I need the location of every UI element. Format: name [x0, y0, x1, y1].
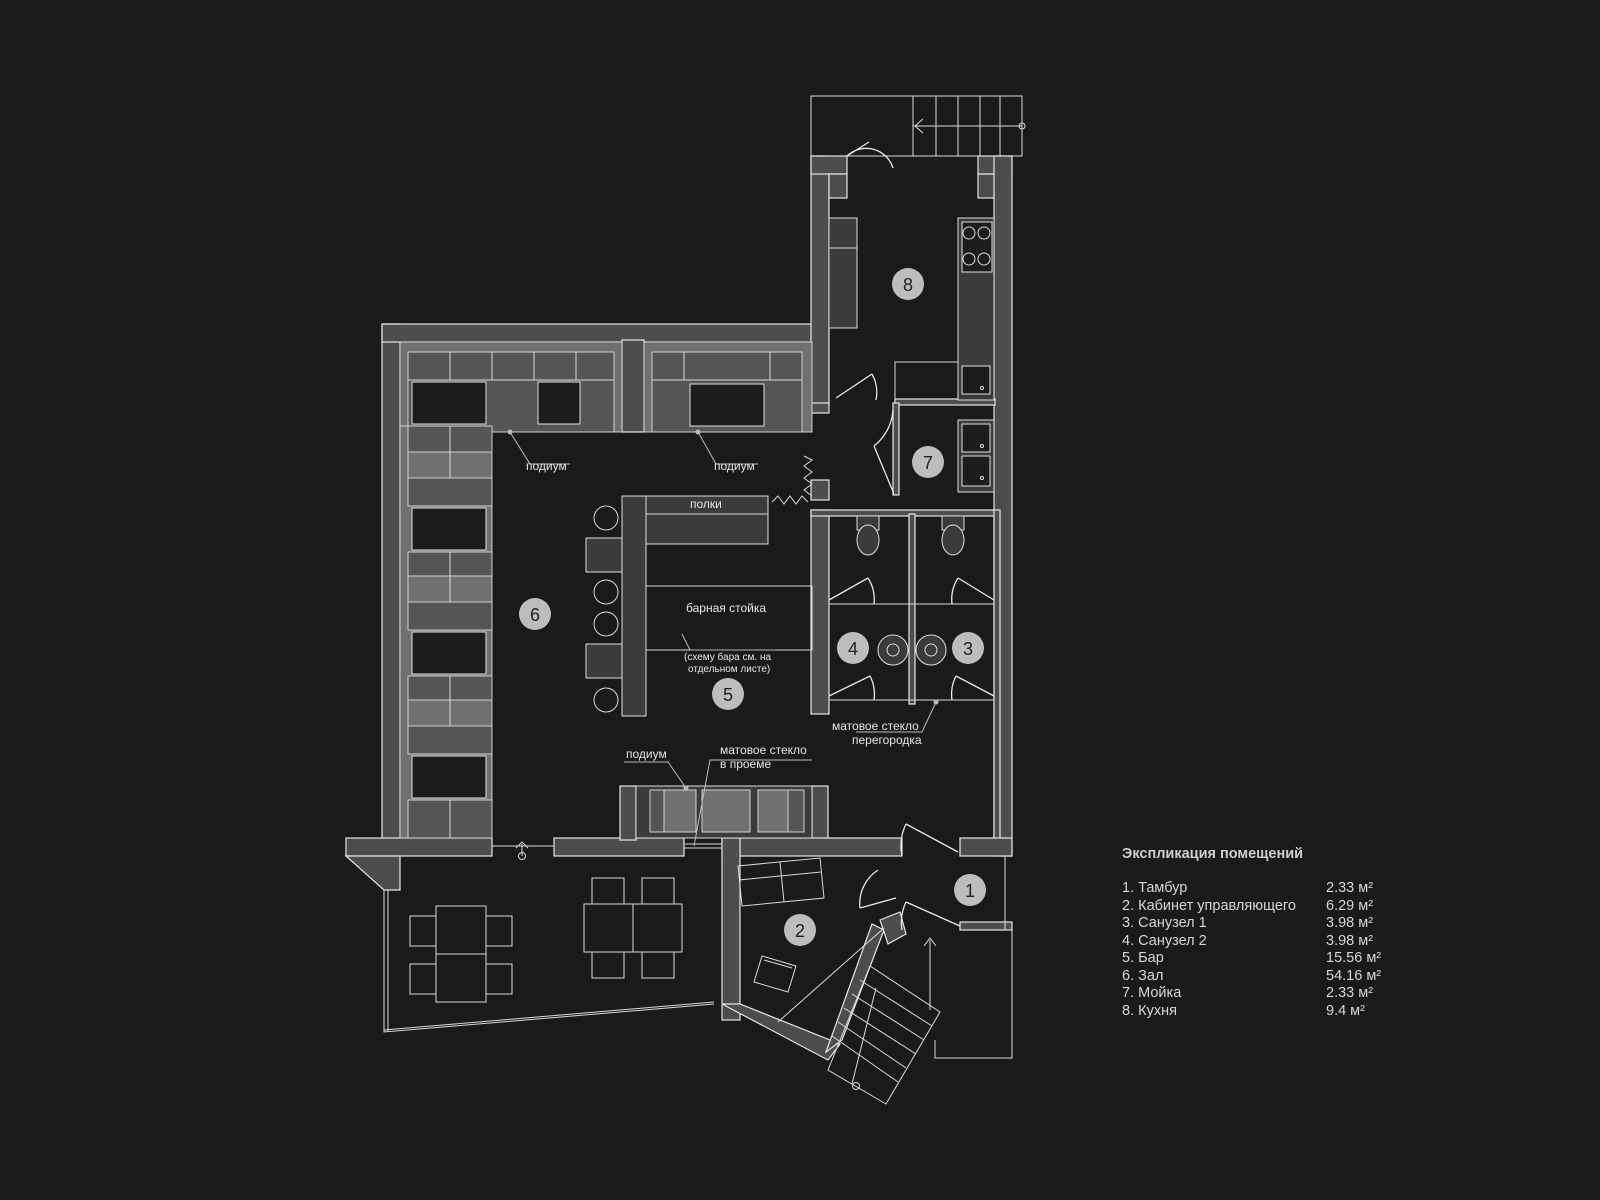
bar: [585, 455, 813, 717]
room-badge-3: 3: [952, 632, 984, 664]
legend-room-area: 2.33 м²: [1326, 880, 1374, 896]
legend-room-area: 3.98 м²: [1326, 915, 1374, 931]
svg-text:8: 8: [903, 275, 913, 295]
legend-room-area: 2.33 м²: [1326, 985, 1374, 1001]
svg-text:2: 2: [795, 921, 805, 941]
room-badge-6: 6: [519, 598, 551, 630]
legend-room-name: 4. Санузел 2: [1122, 932, 1207, 949]
room-badge-5: 5: [712, 678, 744, 710]
legend-row: 8. Кухня 9.4 м²: [1122, 1003, 1422, 1021]
legend-room-area: 9.4 м²: [1326, 1002, 1365, 1019]
label-bar-counter: барная стойка: [686, 601, 766, 615]
label-frosted-opening-2: в проеме: [720, 757, 771, 771]
label-frosted-opening-1: матовое стекло: [720, 743, 807, 757]
wc-block: [828, 515, 995, 701]
north-sofas: [399, 341, 813, 433]
room-legend: Экспликация помещений 1. Тамбур 2.33 м² 2.…: [1122, 846, 1422, 1020]
walls: [344, 155, 1013, 1061]
label-podium-left: подиум: [526, 459, 567, 473]
svg-text:3: 3: [963, 639, 973, 659]
legend-room-name: 3. Санузел 1: [1122, 915, 1207, 931]
legend-room-area: 15.56 м²: [1326, 950, 1382, 966]
legend-row: 4. Санузел 2 3.98 м²: [1122, 933, 1422, 951]
legend-row: 3. Санузел 1 3.98 м²: [1122, 915, 1422, 933]
legend-room-name: 7. Мойка: [1122, 985, 1182, 1001]
south-bench: [635, 785, 813, 849]
room-badge-8: 8: [892, 268, 924, 300]
legend-row: 7. Мойка 2.33 м²: [1122, 985, 1422, 1003]
legend-room-area: 6.29 м²: [1326, 897, 1374, 914]
svg-text:5: 5: [723, 685, 733, 705]
west-sofas: [399, 425, 493, 839]
kitchen: [828, 141, 995, 401]
top-staircase: [810, 95, 1026, 157]
legend-room-name: 8. Кухня: [1122, 1002, 1177, 1019]
svg-text:4: 4: [848, 639, 858, 659]
legend-room-name: 2. Кабинет управляющего: [1122, 897, 1296, 914]
label-bar-note-2: отдельном листе): [688, 664, 770, 675]
room-badge-4: 4: [837, 632, 869, 664]
outlines: [383, 845, 1013, 1059]
legend-row: 1. Тамбур 2.33 м²: [1122, 880, 1422, 898]
legend-row: 2. Кабинет управляющего 6.29 м²: [1122, 898, 1422, 916]
room-badge-7: 7: [912, 446, 944, 478]
label-frosted-partition-1: матовое стекло: [832, 719, 919, 733]
legend-rows: 1. Тамбур 2.33 м² 2. Кабинет управляющего 6…: [1122, 880, 1422, 1020]
room-badges: 1 2 3 4 5 6 7 8: [519, 268, 986, 946]
legend-room-area: 3.98 м²: [1326, 932, 1374, 949]
sink-room: [873, 409, 995, 495]
svg-text:1: 1: [965, 881, 975, 901]
tambour: [827, 823, 961, 1105]
room-badge-1: 1: [954, 874, 986, 906]
label-frosted-partition-2: перегородка: [852, 733, 922, 747]
label-shelves: полки: [690, 497, 722, 511]
label-podium-right: подиум: [714, 459, 755, 473]
label-podium-bottom: подиум: [626, 747, 667, 761]
office: [737, 857, 885, 1023]
legend-room-name: 6. Зал: [1122, 967, 1164, 984]
svg-text:6: 6: [530, 605, 540, 625]
legend-room-area: 54.16 м²: [1326, 967, 1382, 984]
room-badge-2: 2: [784, 914, 816, 946]
svg-text:7: 7: [923, 453, 933, 473]
legend-title: Экспликация помещений: [1122, 846, 1304, 862]
legend-room-name: 5. Бар: [1122, 950, 1164, 966]
terrace-furniture: [409, 841, 683, 1003]
legend-row: 5. Бар 15.56 м²: [1122, 950, 1422, 968]
annotations: подиум подиум полки барная стойка (схему…: [507, 429, 939, 847]
legend-row: 6. Зал 54.16 м²: [1122, 968, 1422, 986]
legend-room-name: 1. Тамбур: [1122, 880, 1188, 896]
label-bar-note-1: (схему бара см. на: [684, 651, 771, 663]
